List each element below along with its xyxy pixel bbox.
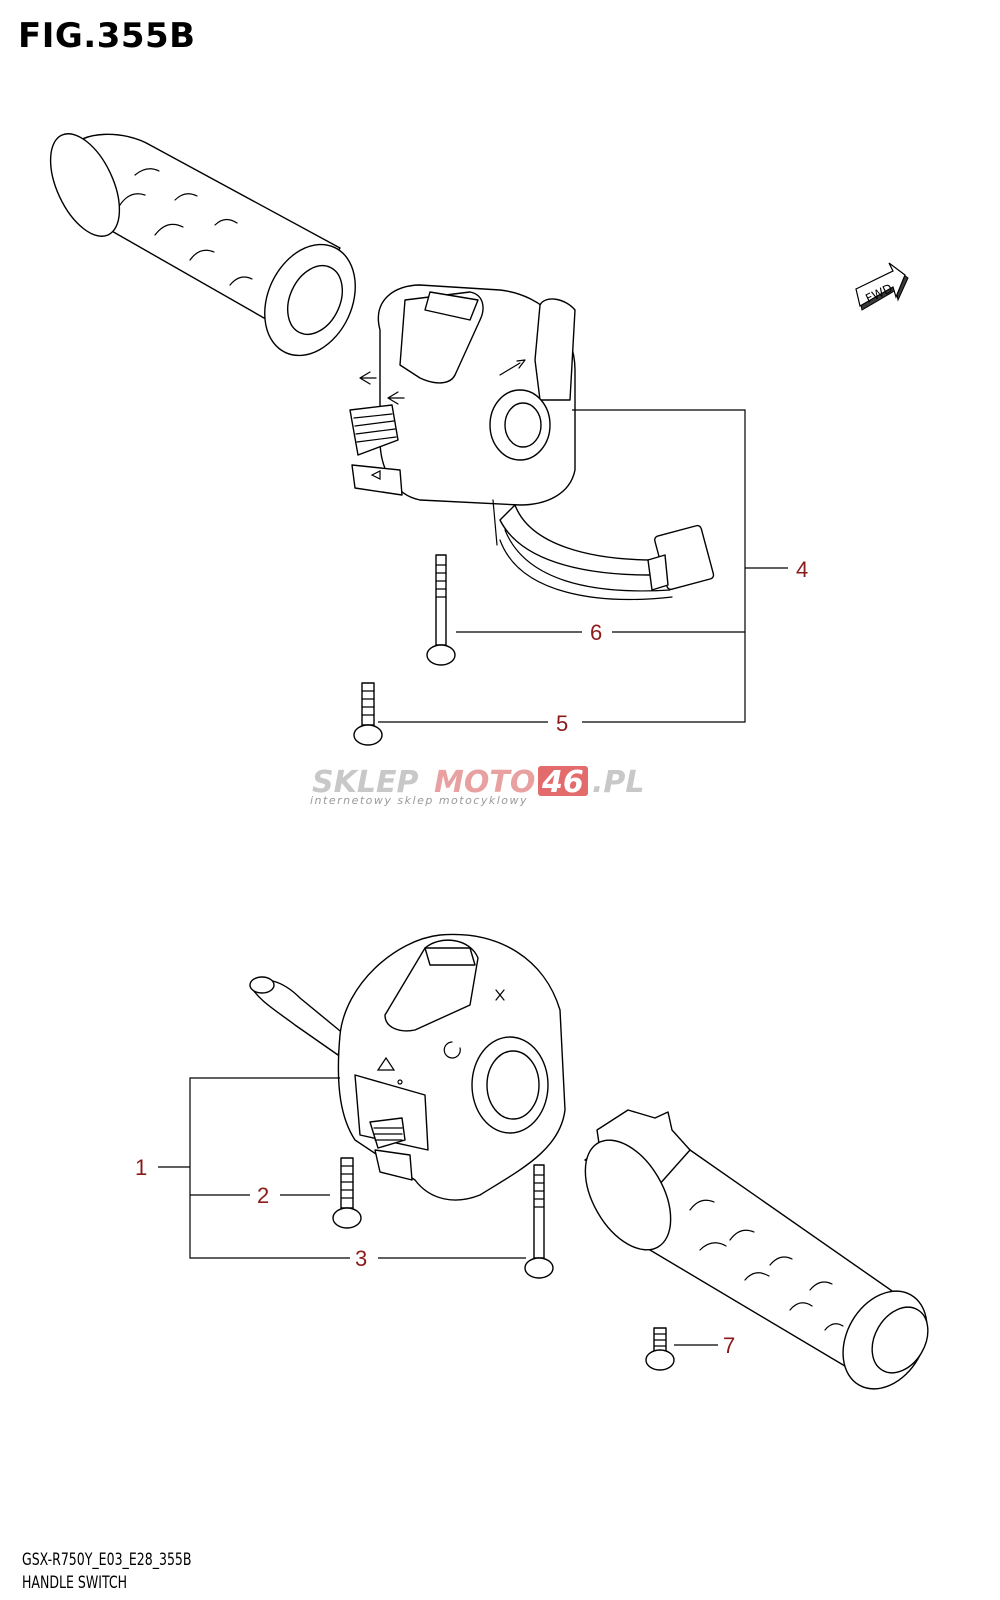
screw-5 xyxy=(353,682,383,746)
model-code: GSX-R750Y_E03_E28_355B xyxy=(22,1550,192,1570)
figure-title: FIG.355B xyxy=(18,16,196,56)
callout-3: 3 xyxy=(355,1246,367,1271)
screw-7 xyxy=(645,1327,675,1371)
watermark-logo: SKLEP MOTO 46 .PL internetowy sklep moto… xyxy=(310,765,645,807)
fwd-arrow-icon: FWD xyxy=(855,262,909,311)
callout-1: 1 xyxy=(135,1155,147,1180)
leader-lines-top xyxy=(378,409,788,723)
svg-text:46: 46 xyxy=(541,765,584,800)
callout-6: 6 xyxy=(590,620,602,645)
right-handle-switch-assembly xyxy=(249,933,566,1201)
svg-text:internetowy sklep motocyklowy: internetowy sklep motocyklowy xyxy=(310,794,528,807)
callout-2: 2 xyxy=(257,1183,269,1208)
screw-3 xyxy=(524,1164,554,1279)
callout-7: 7 xyxy=(723,1333,735,1358)
svg-text:.PL: .PL xyxy=(592,765,645,800)
leader-lines-bottom xyxy=(158,1077,718,1346)
callout-5: 5 xyxy=(556,711,568,736)
screw-6 xyxy=(426,554,456,666)
screw-2 xyxy=(332,1157,362,1229)
svg-text:SKLEP: SKLEP xyxy=(312,765,418,800)
left-handle-switch-assembly xyxy=(349,284,715,601)
svg-text:MOTO: MOTO xyxy=(434,765,535,800)
watermark-badge xyxy=(538,766,588,796)
left-handlebar-grip xyxy=(49,133,356,357)
callout-4: 4 xyxy=(796,557,808,582)
callout-labels: 1 2 3 4 5 6 7 xyxy=(135,557,808,1358)
right-handlebar-grip xyxy=(584,1109,929,1390)
diagram-caption: HANDLE SWITCH xyxy=(22,1573,128,1593)
